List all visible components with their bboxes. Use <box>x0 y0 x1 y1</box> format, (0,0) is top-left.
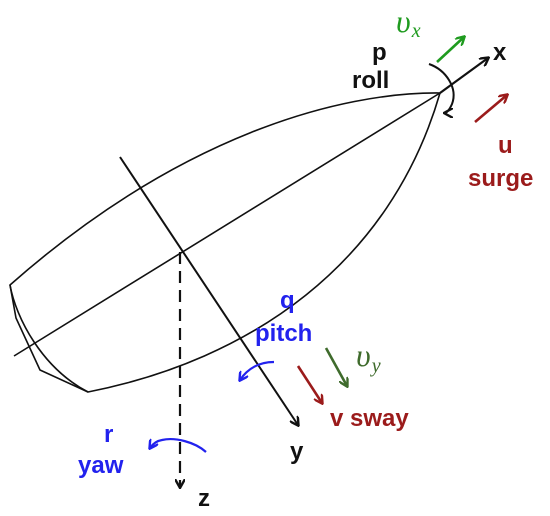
vy-label-base: υ <box>356 337 371 373</box>
hull-tail <box>9 284 89 393</box>
sway-arrow <box>296 365 322 403</box>
z-axis-label: z <box>198 485 210 512</box>
x-axis-label: x <box>493 39 507 66</box>
p-label: p <box>372 39 387 66</box>
y-axis-label: y <box>290 438 304 465</box>
v-sway-label: v sway <box>330 405 409 432</box>
hull-outline <box>9 92 442 393</box>
q-label: q <box>280 287 295 314</box>
surge-arrow <box>474 95 507 123</box>
yaw-rotation-arrow <box>150 438 207 453</box>
vx-label-subscript: x <box>411 20 421 42</box>
u-label: u <box>498 132 513 159</box>
r-label: r <box>104 421 113 448</box>
roll-rotation-arrow <box>428 63 455 113</box>
vy-label: υy <box>356 337 381 377</box>
y-axis-arrow <box>119 156 298 425</box>
yaw-label: yaw <box>78 452 124 479</box>
surge-label: surge <box>468 165 533 192</box>
roll-label: roll <box>352 67 389 94</box>
pitch-label: pitch <box>255 320 312 347</box>
vy-label-subscript: y <box>370 355 381 377</box>
vy-arrow <box>324 347 347 386</box>
pitch-rotation-arrow <box>240 360 275 380</box>
x-axis-arrow <box>439 58 488 94</box>
vx-label-base: υ <box>396 3 411 39</box>
hull-centerline <box>13 92 441 357</box>
vx-label: υx <box>396 3 421 42</box>
vx-arrow <box>436 37 464 63</box>
